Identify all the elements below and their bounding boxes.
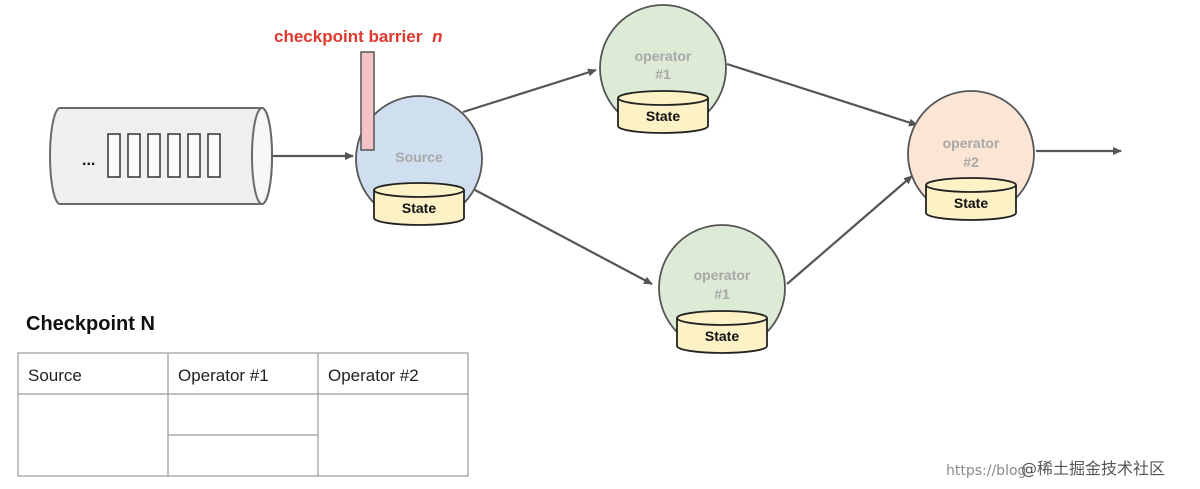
source-state-cylinder: State xyxy=(373,182,465,226)
queue-record xyxy=(107,133,121,178)
checkpoint-table: Checkpoint N Source Operator #1 Operator… xyxy=(17,313,469,477)
watermark: https://blog @稀土掘金技术社区 xyxy=(946,459,1165,479)
operator1-bottom-state-cylinder: State xyxy=(676,310,768,354)
source-label: Source xyxy=(395,149,443,165)
edge-operator1-top-to-operator2 xyxy=(726,62,918,127)
operator1-top-node: operator #1 State xyxy=(599,4,727,134)
input-queue: ... xyxy=(49,107,273,205)
operator1-top-label-line2: #1 xyxy=(655,66,671,82)
table-header-source: Source xyxy=(28,366,82,385)
watermark-url: https://blog xyxy=(946,463,1026,479)
operator1-bottom-label-line1: operator xyxy=(694,267,751,283)
operator2-state-cylinder: State xyxy=(925,177,1017,221)
operator1-top-state-cylinder: State xyxy=(617,90,709,134)
operator2-node: operator #2 State xyxy=(907,90,1035,221)
edge-operator1-bottom-to-operator2 xyxy=(786,175,913,285)
table-header-operator1: Operator #1 xyxy=(178,366,269,385)
queue-record xyxy=(147,133,161,178)
edge-source-to-operator1-top xyxy=(462,68,597,114)
operator2-label-line1: operator xyxy=(943,135,1000,151)
source-state-label: State xyxy=(402,200,436,216)
watermark-brand: @稀土掘金技术社区 xyxy=(1021,459,1165,478)
operator1-top-label-line1: operator xyxy=(635,48,692,64)
operator1-top-state-label: State xyxy=(646,108,680,124)
edge-source-to-operator1-bottom xyxy=(474,189,653,285)
operator1-bottom-state-label: State xyxy=(705,328,739,344)
checkpoint-barrier: checkpoint barrier n xyxy=(274,27,442,151)
operator2-state-label: State xyxy=(954,195,988,211)
table-header-operator2: Operator #2 xyxy=(328,366,419,385)
barrier-label-text: checkpoint barrier xyxy=(274,27,423,46)
queue-ellipsis: ... xyxy=(82,152,95,169)
queue-record xyxy=(167,133,181,178)
queue-record xyxy=(207,133,221,178)
checkpoint-table-title: Checkpoint N xyxy=(26,313,155,335)
barrier-label: checkpoint barrier n xyxy=(274,27,442,46)
barrier-marker xyxy=(360,51,375,151)
barrier-label-var: n xyxy=(432,27,442,46)
source-node: Source State xyxy=(355,95,483,226)
operator2-label-line2: #2 xyxy=(963,154,979,170)
queue-record xyxy=(127,133,141,178)
queue-record xyxy=(187,133,201,178)
operator1-bottom-node: operator #1 State xyxy=(658,224,786,354)
table-border xyxy=(17,352,469,477)
operator1-bottom-label-line2: #1 xyxy=(714,286,730,302)
